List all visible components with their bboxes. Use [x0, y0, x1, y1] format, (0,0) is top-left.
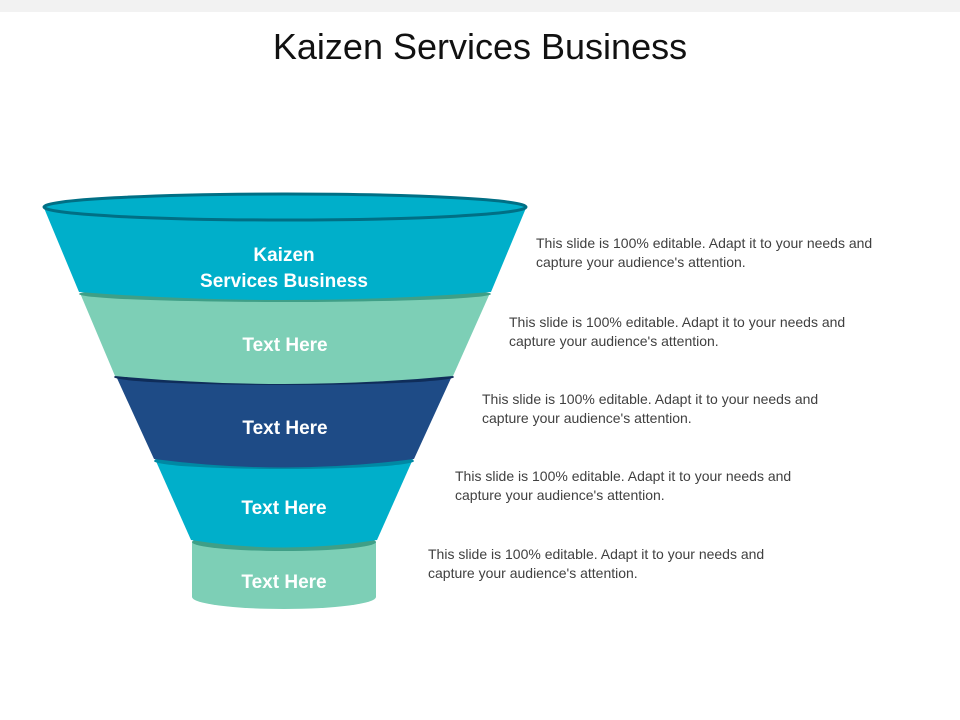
funnel-stage-1-label-line-1: Kaizen: [253, 245, 315, 266]
funnel-stage-3-label: Text Here: [242, 418, 328, 439]
slide-top-bar: [0, 0, 960, 12]
stage-1-description: This slide is 100% editable. Adapt it to…: [536, 235, 873, 270]
stage-4-description: This slide is 100% editable. Adapt it to…: [455, 468, 792, 503]
funnel-stage-1: [42, 192, 528, 300]
stage-3-description: This slide is 100% editable. Adapt it to…: [482, 391, 819, 426]
funnel-stage-5-label: Text Here: [241, 572, 327, 593]
funnel-stage-1-label: Kaizen Services Business: [164, 243, 404, 295]
slide-title: Kaizen Services Business: [272, 26, 688, 67]
stage-5-description: This slide is 100% editable. Adapt it to…: [428, 546, 765, 581]
funnel-stage-4-label: Text Here: [241, 498, 327, 519]
funnel-stage-1-label-line-2: Services Business: [200, 271, 368, 292]
stage-2-description: This slide is 100% editable. Adapt it to…: [509, 314, 846, 349]
funnel-stage-2-label: Text Here: [242, 335, 328, 356]
